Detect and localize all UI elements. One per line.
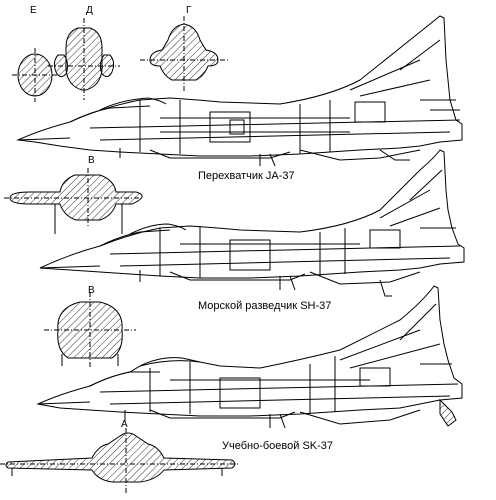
section-a xyxy=(0,428,240,494)
section-letter-v-lower: В xyxy=(88,285,95,296)
section-letter-a: А xyxy=(121,419,128,430)
caption-sk37: Учебно-боевой SK-37 xyxy=(222,440,334,452)
section-letter-e: Е xyxy=(30,5,37,16)
section-d xyxy=(48,18,120,100)
caption-ja37: Перехватчик JA-37 xyxy=(198,170,295,182)
section-e xyxy=(12,48,58,102)
section-letter-d: Д xyxy=(86,5,93,16)
section-v-upper xyxy=(4,168,144,234)
aircraft-sh37-side-view xyxy=(39,149,465,297)
section-v-lower xyxy=(44,292,136,368)
section-letter-g: Г xyxy=(186,5,192,16)
section-g xyxy=(140,16,228,92)
caption-sh37: Морской разведчик SH-37 xyxy=(198,300,332,312)
aircraft-ja37-side-view xyxy=(16,15,463,167)
aircraft-sk37-side-view xyxy=(36,285,463,429)
section-letter-v-upper: В xyxy=(88,155,95,166)
